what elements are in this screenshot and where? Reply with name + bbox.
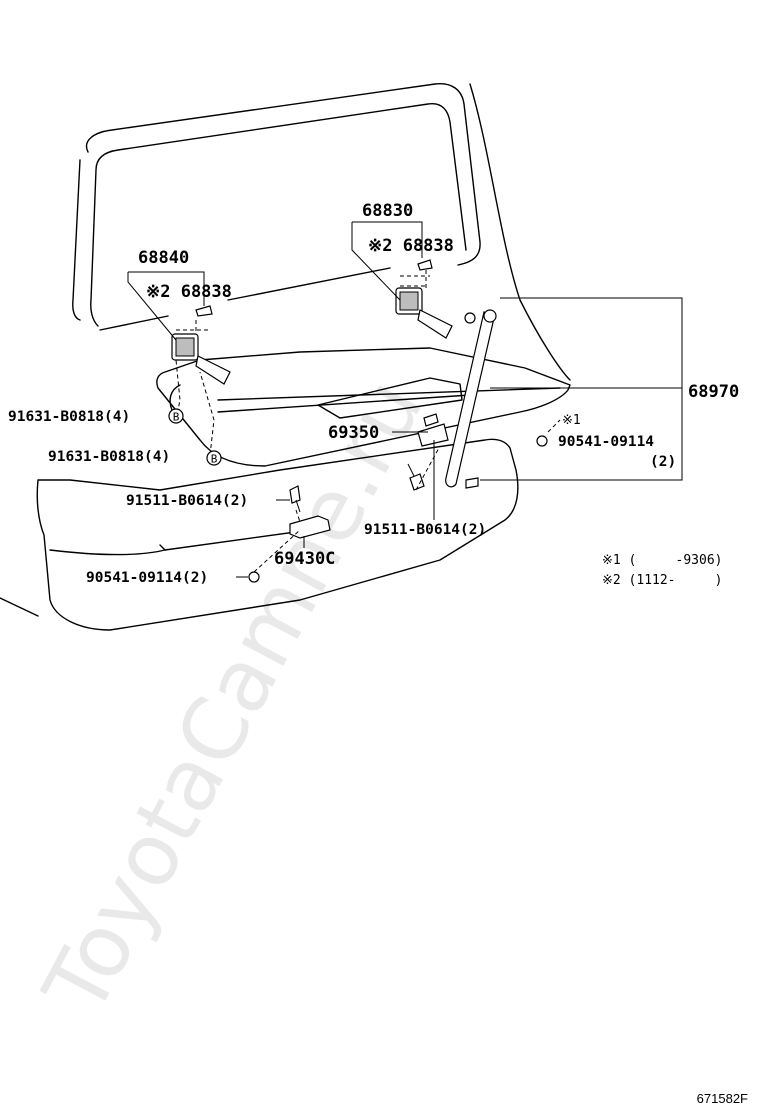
bolt-91511-left — [289, 485, 301, 513]
label-69350: 69350 — [328, 423, 379, 443]
striker-69430c — [289, 515, 331, 539]
rear-bumper — [0, 438, 519, 631]
svg-text:B: B — [211, 453, 218, 466]
label-68830: 68830 — [362, 201, 413, 221]
washer-68838-right — [417, 259, 433, 271]
marker-b-2: B — [206, 450, 222, 466]
label-90541-b: 90541-09114 — [558, 434, 654, 450]
clip-90541-right — [536, 435, 548, 447]
leader-lines — [127, 221, 683, 578]
bolt-91511-right — [407, 463, 425, 491]
label-68840: 68840 — [138, 248, 189, 268]
label-90541-b-qty: (2) — [650, 454, 676, 470]
back-door-panel — [156, 347, 571, 467]
label-91511-b: 91511-B0614(2) — [364, 522, 486, 538]
gas-strut — [445, 309, 497, 488]
marker-b-1: B — [168, 408, 184, 424]
left-hinge — [171, 333, 231, 385]
dashed-leaders — [175, 270, 561, 573]
label-90541-a: 90541-09114(2) — [86, 570, 208, 586]
footnote-1: ※1 ( -9306) — [602, 553, 722, 568]
body-side-line — [469, 83, 571, 381]
latch-69350 — [417, 413, 449, 447]
label-68970: 68970 — [688, 382, 739, 402]
label-69430c: 69430C — [274, 549, 335, 569]
label-91511-a: 91511-B0614(2) — [126, 493, 248, 509]
label-68838-right: ※2 68838 — [368, 236, 454, 256]
rear-window-frame — [72, 83, 481, 331]
label-91631-b: 91631-B0818(4) — [48, 449, 170, 465]
washer-68838-left — [195, 305, 213, 317]
svg-text:B: B — [173, 411, 180, 424]
label-91631-a: 91631-B0818(4) — [8, 409, 130, 425]
diagram-code: 671582F — [696, 1091, 748, 1106]
footnote-2: ※2 (1112- ) — [602, 573, 722, 588]
label-68838-left: ※2 68838 — [146, 282, 232, 302]
clip-90541-left — [248, 571, 260, 583]
right-hinge — [395, 287, 453, 339]
clip-strut-bottom — [465, 477, 479, 489]
label-note-mark-1: ※1 — [562, 413, 581, 428]
